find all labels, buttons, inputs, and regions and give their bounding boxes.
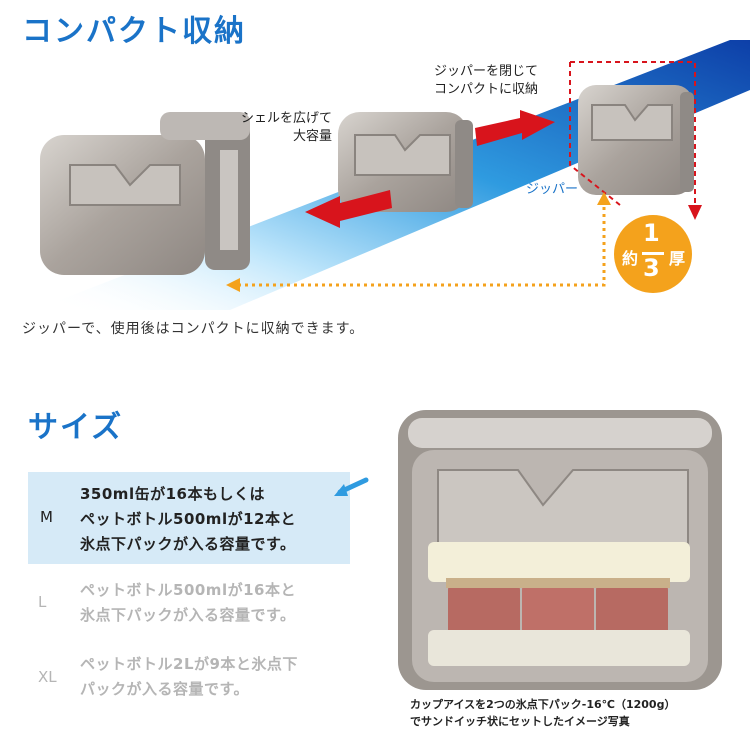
size-desc-l: ペットボトル500mlが16本と 氷点下パックが入る容量です。 — [80, 578, 296, 628]
zip-label: ジッパーを閉じて コンパクトに収納 — [410, 63, 538, 99]
badge-denominator: 3 — [643, 254, 660, 282]
zipper-label: ジッパー — [526, 182, 579, 197]
size-desc-xl: ペットボトル2Lが9本と氷点下 パックが入る容量です。 — [80, 652, 298, 702]
cooler-interior-photo — [398, 410, 722, 690]
size-desc-l-line2: 氷点下パックが入る容量です。 — [80, 606, 296, 624]
expand-label-line2: 大容量 — [292, 129, 332, 144]
photo-caption-line2: でサンドイッチ状にセットしたイメージ写真 — [410, 715, 630, 728]
size-desc-xl-line2: パックが入る容量です。 — [80, 680, 250, 698]
dotted-return-arrow — [226, 192, 611, 292]
size-desc-m-line1: 350ml缶が16本もしくは — [80, 485, 265, 503]
compact-cooler-image — [569, 61, 702, 220]
size-letter-m: M — [40, 508, 53, 526]
size-desc-l-line1: ペットボトル500mlが16本と — [80, 581, 296, 599]
photo-caption-line1: カップアイスを2つの氷点下パック-16℃（1200g） — [410, 698, 676, 711]
compact-caption: ジッパーで、使用後はコンパクトに収納できます。 — [22, 321, 365, 337]
badge-fraction-bar — [642, 252, 664, 255]
badge-suffix: 厚 — [669, 249, 686, 268]
size-letter-xl: XL — [38, 668, 57, 686]
middle-cooler-image — [338, 112, 473, 212]
expanded-cooler-image — [40, 112, 250, 275]
size-desc-m: 350ml缶が16本もしくは ペットボトル500mlが12本と 氷点下パックが入… — [80, 482, 296, 557]
badge-prefix: 約 — [622, 249, 639, 268]
size-desc-m-line3: 氷点下パックが入る容量です。 — [80, 535, 296, 553]
zip-label-line1: ジッパーを閉じて — [433, 64, 538, 79]
thickness-badge: 約 1 3 厚 — [614, 215, 692, 293]
size-row-m-highlight — [28, 472, 350, 564]
size-desc-m-line2: ペットボトル500mlが12本と — [80, 510, 296, 528]
expand-label: シェルを広げて 大容量 — [222, 110, 332, 146]
size-letter-l: L — [38, 593, 47, 611]
arrow-expand-icon — [305, 190, 392, 228]
section-title-size: サイズ — [28, 410, 124, 445]
pointer-arrow-icon — [334, 477, 369, 496]
section-title-compact: コンパクト収納 — [22, 14, 246, 49]
expand-label-line1: シェルを広げて — [240, 111, 332, 126]
compact-illustration — [40, 40, 750, 310]
photo-caption: カップアイスを2つの氷点下パック-16℃（1200g） でサンドイッチ状にセット… — [410, 696, 675, 730]
arrow-compact-icon — [475, 110, 555, 146]
badge-numerator: 1 — [643, 219, 660, 247]
zip-label-line2: コンパクトに収納 — [433, 82, 538, 97]
size-desc-xl-line1: ペットボトル2Lが9本と氷点下 — [80, 655, 298, 673]
